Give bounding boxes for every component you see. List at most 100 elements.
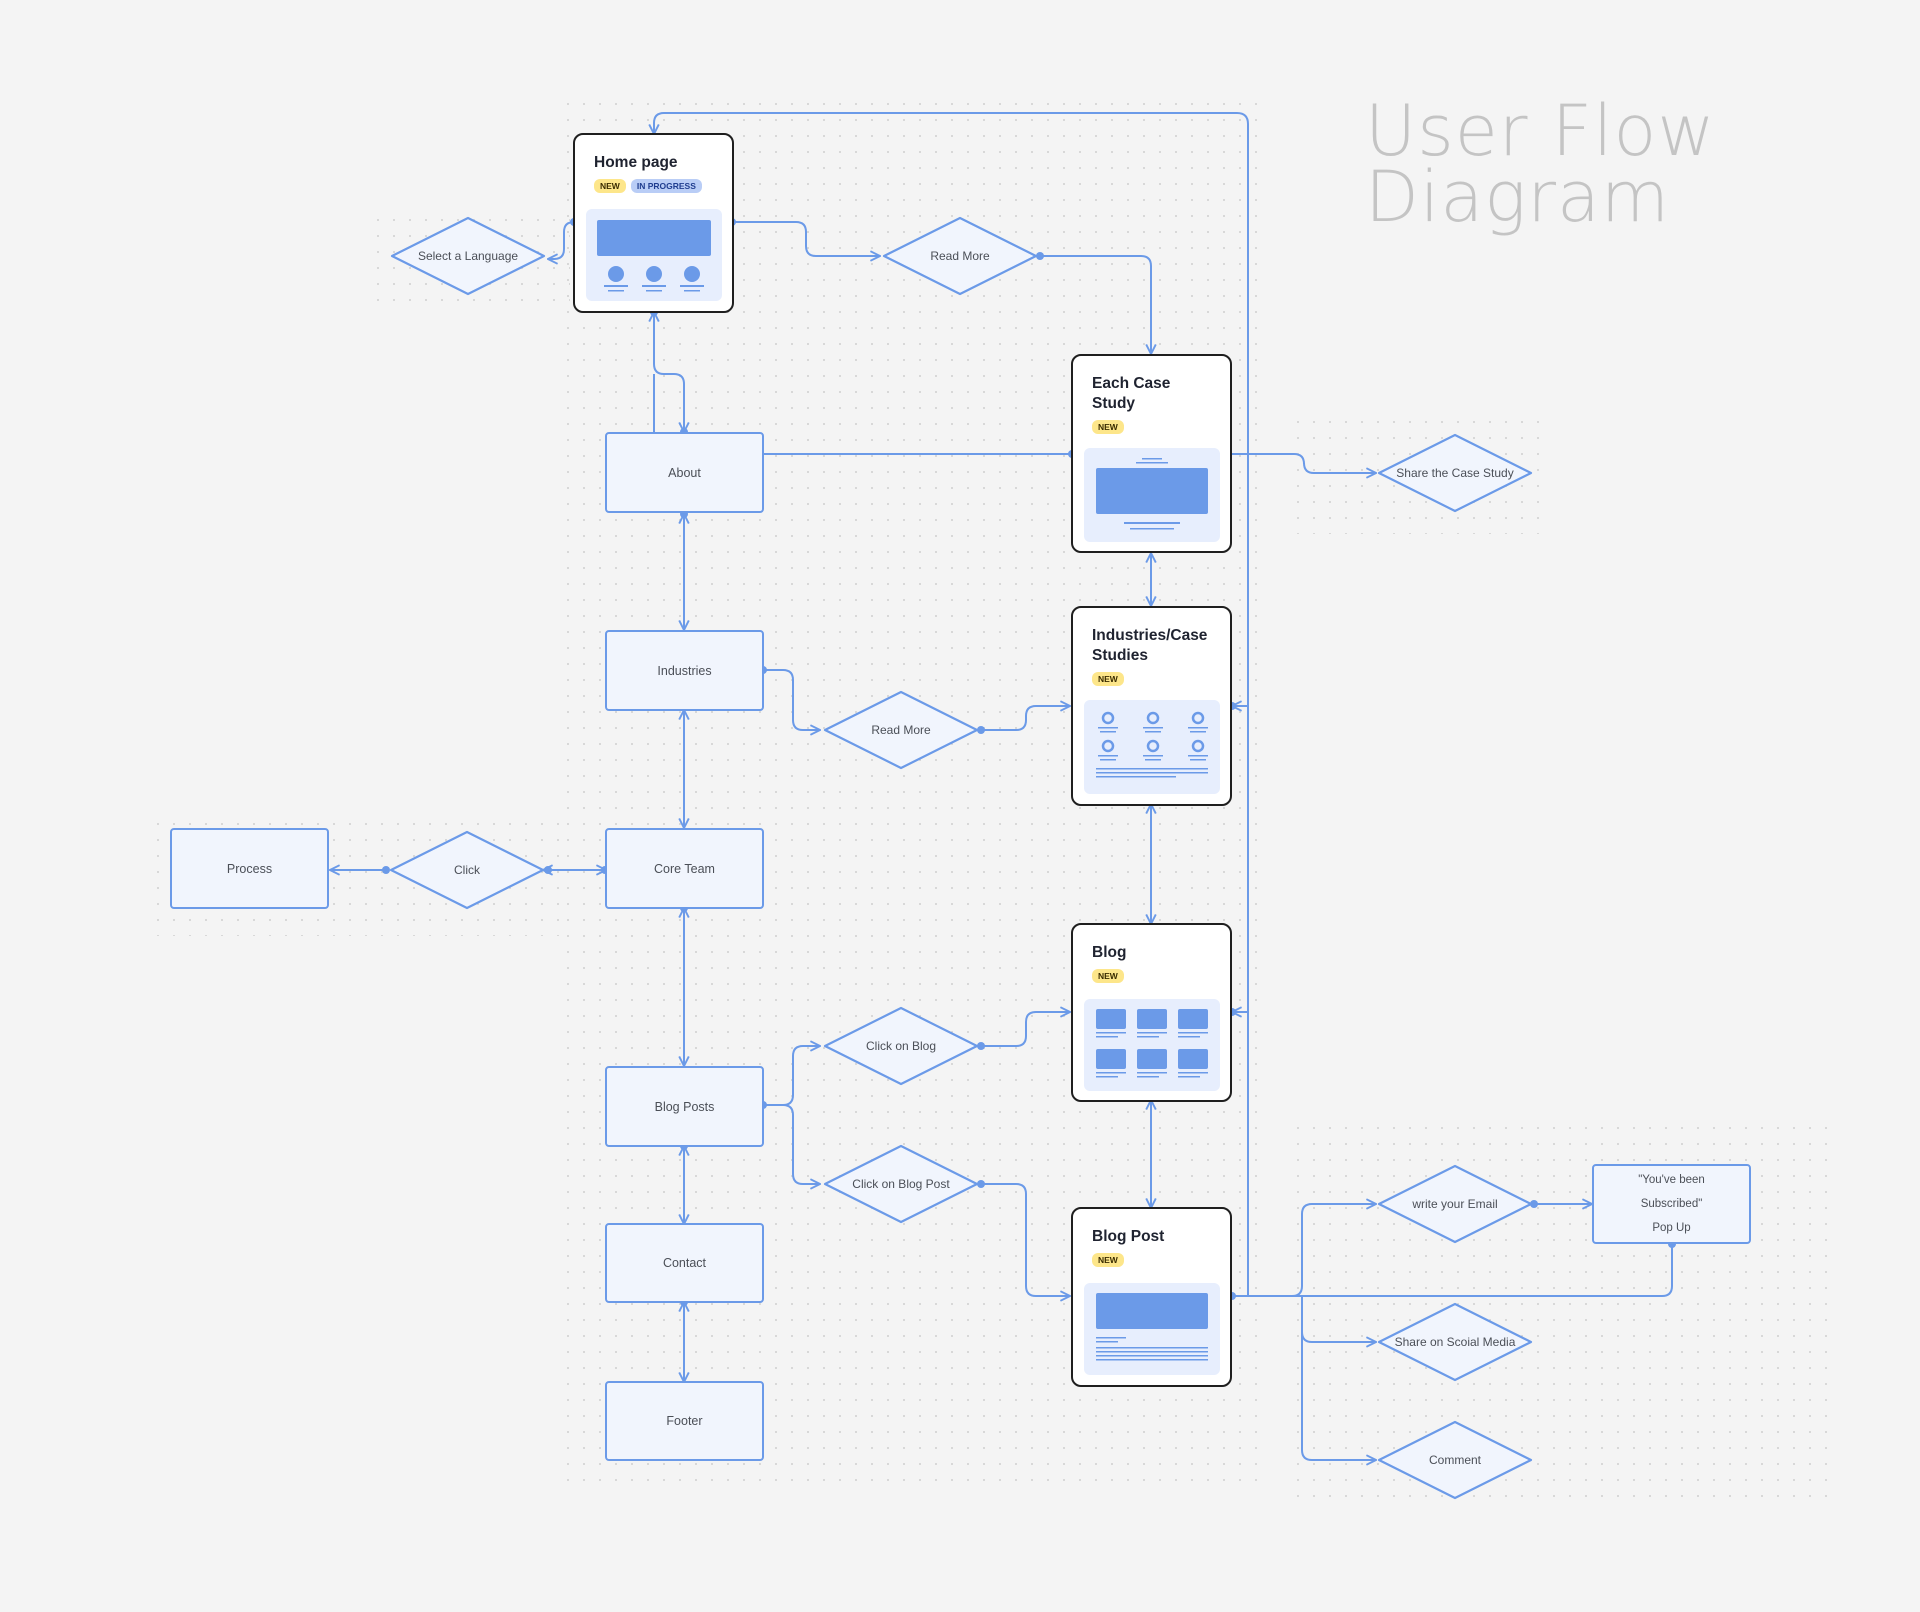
diamond-shape (823, 1144, 979, 1224)
thumbnail-illustration (597, 220, 711, 292)
connector-dot (680, 510, 688, 518)
connector-home-language (548, 221, 575, 259)
connector-dot (1530, 1200, 1538, 1208)
page-card-home[interactable]: Home page NEW IN PROGRESS (573, 133, 734, 313)
connector-dot (382, 866, 390, 874)
page-card-title: Industries/Case Studies (1092, 627, 1208, 664)
node-subscribed-popup[interactable]: "You've been Subscribed" Pop Up (1592, 1164, 1751, 1244)
diamond-shape (823, 1006, 979, 1086)
thumbnail-illustration (1096, 458, 1208, 530)
decision-select-language[interactable]: Select a Language (390, 216, 546, 296)
decision-label: write your Email (1412, 1197, 1498, 1211)
thumbnail-illustration (1096, 711, 1208, 778)
page-card-title: Blog (1092, 944, 1127, 961)
decision-label: Comment (1428, 1453, 1481, 1467)
node-about[interactable]: About (605, 432, 764, 513)
page-card-title: Blog Post (1092, 1228, 1165, 1245)
connector-readmore-industriespage (981, 706, 1070, 731)
subscribed-popup-line1: "You've been (1638, 1174, 1705, 1186)
connector-home-about (654, 312, 684, 432)
diamond-shape (1377, 1420, 1533, 1500)
page-thumbnail (1084, 1283, 1220, 1375)
connector-dot (977, 1042, 985, 1050)
decision-comment[interactable]: Comment (1377, 1420, 1533, 1500)
diagram-title: User Flow Diagram (1365, 90, 1716, 238)
decision-label: Select a Language (417, 249, 519, 263)
node-industries[interactable]: Industries (605, 630, 764, 711)
connector-blogposts-clickblog (763, 1046, 820, 1106)
diamond-shape (1377, 433, 1533, 513)
diamond-shape (389, 830, 545, 910)
node-footer[interactable]: Footer (605, 1381, 764, 1461)
subscribed-popup-line3: Pop Up (1652, 1222, 1691, 1234)
page-thumbnail (586, 209, 722, 301)
decision-share-social-media[interactable]: Share on Scoial Media (1377, 1302, 1533, 1382)
page-thumbnail (1084, 999, 1220, 1091)
decision-label: Read More (930, 249, 990, 263)
connector-dot (1228, 1008, 1236, 1016)
connector-blogpost-email (1232, 1204, 1376, 1297)
decision-read-more-industries[interactable]: Read More (823, 690, 979, 770)
connector-casestudy-share (1228, 453, 1376, 473)
diamond-shape (1377, 1164, 1533, 1244)
decision-label: Click (454, 863, 480, 877)
connector-loop-home (654, 112, 1249, 1297)
new-badge: NEW (1092, 672, 1124, 686)
decision-click[interactable]: Click (389, 830, 545, 910)
subscribed-popup-line2: Subscribed" (1640, 1198, 1703, 1210)
thumbnail-illustration (1096, 1293, 1208, 1361)
connector-industries-readmore (763, 669, 820, 730)
decision-click-on-blog-post[interactable]: Click on Blog Post (823, 1144, 979, 1224)
badge-row: NEW (1092, 420, 1214, 434)
diamond-shape (882, 216, 1038, 296)
connector-dot (1036, 252, 1044, 260)
in-progress-badge: IN PROGRESS (630, 179, 702, 193)
connector-clickpost-blogpost (981, 1183, 1070, 1296)
connector-dot (1668, 1240, 1676, 1248)
badge-row: NEW IN PROGRESS (594, 179, 716, 193)
connector-clickblog-blog (981, 1012, 1070, 1047)
connector-subscribed-blogpost (1232, 1244, 1673, 1297)
decision-read-more-home[interactable]: Read More (882, 216, 1038, 296)
decision-label: Share on Scoial Media (1394, 1335, 1516, 1349)
diamond-shape (1377, 1302, 1533, 1382)
node-blog-posts[interactable]: Blog Posts (605, 1066, 764, 1147)
node-contact[interactable]: Contact (605, 1223, 764, 1303)
diagram-title-line2: Diagram (1365, 156, 1671, 238)
new-badge: NEW (1092, 969, 1124, 983)
decision-label: Click on Blog (865, 1039, 937, 1053)
decision-label: Read More (871, 723, 931, 737)
decision-label: Share the Case Study (1396, 466, 1514, 480)
page-card-title: Home page (594, 154, 678, 171)
thumbnail-illustration (1096, 1009, 1208, 1078)
page-thumbnail (1084, 700, 1220, 794)
node-core-team[interactable]: Core Team (605, 828, 764, 909)
decision-label: Click on Blog Post (852, 1177, 950, 1191)
connector-dot (1228, 1292, 1236, 1300)
decision-click-on-blog[interactable]: Click on Blog (823, 1006, 979, 1086)
new-badge: NEW (594, 179, 626, 193)
connector-dot (1228, 702, 1236, 710)
page-card-title: Each Case Study (1092, 375, 1171, 412)
new-badge: NEW (1092, 420, 1124, 434)
diamond-shape (823, 690, 979, 770)
connector-blogpost-comment (1301, 1330, 1376, 1460)
badge-row: NEW (1092, 969, 1214, 983)
decision-write-email[interactable]: write your Email (1377, 1164, 1533, 1244)
new-badge: NEW (1092, 1253, 1124, 1267)
diamond-shape (390, 216, 546, 296)
page-card-blog[interactable]: Blog NEW (1071, 923, 1232, 1102)
diagram-title-line1: User Flow (1365, 90, 1716, 172)
page-card-blog-post[interactable]: Blog Post NEW (1071, 1207, 1232, 1387)
badge-row: NEW (1092, 672, 1214, 686)
connector-blogposts-clickpost (763, 1104, 820, 1184)
connector-dot (544, 866, 552, 874)
node-process[interactable]: Process (170, 828, 329, 909)
page-card-each-case-study[interactable]: Each Case Study NEW (1071, 354, 1232, 553)
connector-home-readmore (732, 221, 880, 256)
connector-blogpost-share (1301, 1296, 1376, 1342)
page-card-industries-case-studies[interactable]: Industries/Case Studies NEW (1071, 606, 1232, 806)
decision-share-case-study[interactable]: Share the Case Study (1377, 433, 1533, 513)
page-thumbnail (1084, 448, 1220, 542)
